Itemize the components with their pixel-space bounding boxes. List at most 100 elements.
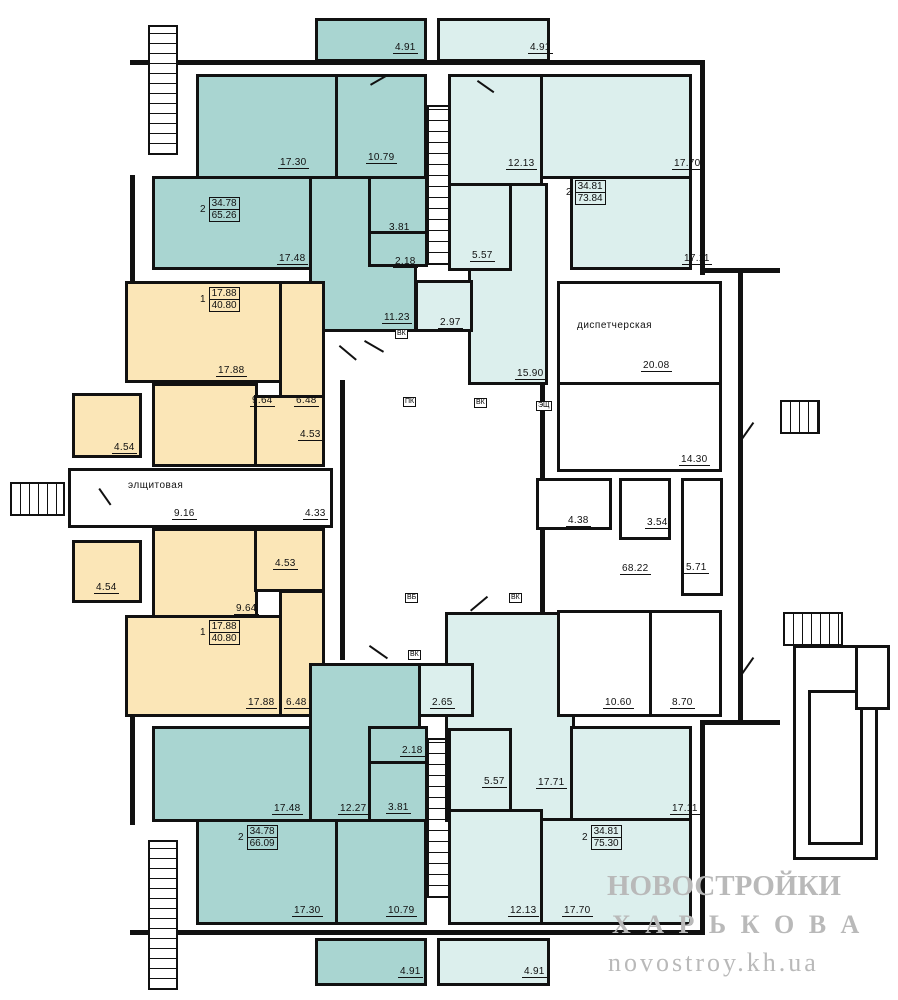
ramp-inner — [808, 690, 863, 845]
room-wc-bottom-right — [418, 663, 474, 717]
entrance-steps-right-bottom — [783, 612, 843, 646]
dispatch-room — [557, 281, 722, 385]
stair-hall — [557, 382, 722, 472]
room-bath-bottom-yellow — [254, 528, 325, 592]
area-balcony: 4.91 — [528, 42, 553, 54]
room-bath-bottom-right — [448, 728, 512, 812]
balcony-top-left — [315, 18, 427, 62]
balcony-bottom-left — [315, 938, 427, 986]
area-corridor: 4.33 — [303, 508, 328, 520]
area-kitchen: 10.79 — [386, 905, 417, 917]
rooms-count: 2 — [200, 204, 206, 215]
outer-wall — [130, 930, 700, 935]
electrical-room-name: элщитовая — [128, 480, 184, 491]
area-wc: 2.18 — [400, 745, 425, 757]
area-kitchen: 12.13 — [508, 905, 539, 917]
area-living: 17.48 — [277, 253, 308, 265]
ventilation-shaft — [427, 105, 451, 265]
total-area: 66.09 — [249, 838, 275, 849]
tag-vk: ВК — [408, 650, 421, 660]
outer-wall — [130, 715, 135, 825]
living-area: 34.78 — [247, 826, 277, 838]
rooms-count: 1 — [200, 627, 206, 638]
room-hall-bottom-yellow — [279, 590, 325, 717]
door — [470, 595, 489, 612]
area-bedroom: 17.70 — [672, 158, 703, 170]
living-area: 34.78 — [209, 198, 239, 210]
area-kitchen: 9.64 — [250, 395, 275, 407]
area-bath: 3.81 — [387, 222, 412, 234]
door — [368, 645, 389, 660]
area-bath: 3.81 — [386, 802, 411, 814]
room-kitchen-bottom-yellow — [152, 528, 258, 618]
area-dispatch: 20.08 — [641, 360, 672, 372]
area-bath: 5.57 — [470, 250, 495, 262]
outer-wall — [130, 175, 135, 285]
dispatch-room-name: диспетчерская — [577, 320, 653, 331]
area-living: 17.48 — [272, 803, 303, 815]
area-corridor: 68.22 — [620, 563, 651, 575]
rooms-count: 1 — [200, 294, 206, 305]
living-area: 34.81 — [591, 826, 621, 838]
storage-b — [619, 478, 671, 540]
ramp-side — [855, 645, 890, 710]
area-storage-c: 5.71 — [684, 562, 709, 574]
room-bath-top-yellow — [254, 395, 325, 467]
room-bedroom-bottom-left — [196, 819, 338, 925]
room-kitchen-bottom-right — [448, 809, 543, 925]
living-area: 17.88 — [209, 288, 239, 300]
area-kitchen: 12.13 — [506, 158, 537, 170]
room-kitchen-top-left — [335, 74, 427, 179]
electrical-room — [68, 468, 333, 528]
loggia-bottom-yellow — [72, 540, 142, 603]
rooms-count: 2 — [566, 187, 572, 198]
total-area: 75.30 — [593, 838, 619, 849]
room-a — [557, 610, 652, 717]
watermark-url: novostroy.kh.ua — [608, 948, 819, 977]
tag-vb: ВБ — [405, 593, 419, 603]
room-wc-top-right — [415, 280, 473, 332]
living-area: 34.81 — [575, 181, 605, 193]
balcony-bottom-right — [437, 938, 550, 986]
area-hall: 11.23 — [382, 312, 412, 324]
area-bath: 4.53 — [273, 558, 298, 570]
area-room: 17.88 — [246, 697, 277, 709]
balcony-top-right — [437, 18, 550, 62]
tag-pk: ПК — [403, 397, 417, 407]
area-bath: 5.57 — [482, 776, 507, 788]
rooms-count: 2 — [582, 832, 588, 843]
room-bedroom-top-right — [540, 74, 692, 179]
total-area: 40.80 — [211, 300, 237, 311]
room-bedroom-bottom-right — [540, 818, 692, 925]
area-room-b: 8.70 — [670, 697, 695, 709]
watermark-title: НОВОСТРОЙКИ — [607, 870, 841, 902]
outer-wall — [700, 60, 705, 275]
room-hall-top-yellow — [279, 281, 325, 401]
room-bedroom-top-left — [196, 74, 338, 179]
room-living-bottom-right — [570, 726, 692, 821]
tag-esh: ЭЩ — [536, 401, 552, 411]
door — [364, 340, 385, 353]
room-main-top-yellow — [125, 281, 282, 383]
total-area: 73.84 — [577, 193, 603, 204]
room-wc-top-left — [368, 231, 428, 267]
area-bedroom: 17.30 — [278, 157, 309, 169]
outer-wall — [700, 268, 780, 273]
watermark-city: Х А Р Ь К О В А — [612, 910, 864, 939]
room-kitchen-top-yellow — [152, 383, 258, 467]
area-balcony: 4.91 — [522, 966, 547, 978]
area-storage-b: 3.54 — [645, 517, 670, 529]
door — [338, 345, 357, 361]
staircase-top-left — [148, 25, 178, 155]
storage-a — [536, 478, 612, 530]
area-hall: 6.48 — [294, 395, 319, 407]
area-storage-a: 4.38 — [566, 515, 591, 527]
area-loggia: 4.54 — [94, 582, 119, 594]
area-balcony: 4.91 — [398, 966, 423, 978]
area-balcony: 4.91 — [393, 42, 418, 54]
outer-wall — [130, 60, 700, 65]
